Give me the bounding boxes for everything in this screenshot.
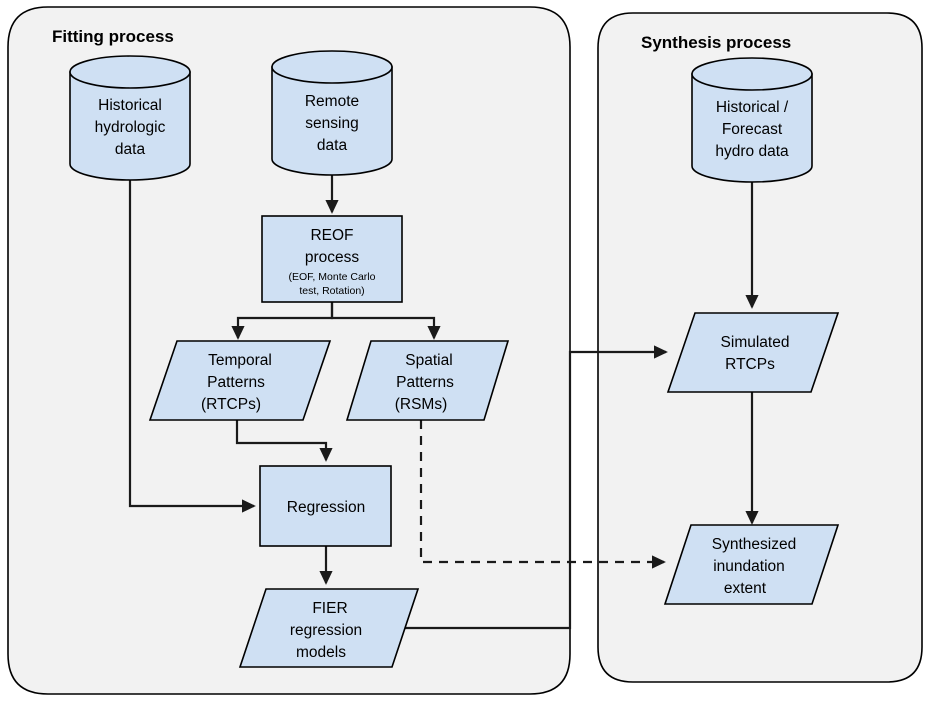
node-label-line-3: data — [115, 141, 146, 158]
node-label-line-1: Temporal — [208, 352, 272, 369]
node-temporal-patterns[interactable]: Temporal Patterns (RTCPs) — [148, 340, 332, 421]
regression-box — [259, 465, 392, 547]
edge-reof-to-spatial — [330, 302, 441, 340]
parallelogram-body — [663, 524, 840, 605]
node-label-line-1: Spatial — [405, 352, 452, 369]
node-spatial-patterns[interactable]: Spatial Patterns (RSMs) — [345, 340, 510, 421]
node-label-line-2: hydrologic — [95, 119, 166, 136]
edge-fier-to-simulated — [400, 345, 668, 630]
node-label-line-3: extent — [724, 580, 767, 597]
node-label-line-1: FIER — [312, 600, 347, 617]
node-label-line-2: Patterns — [396, 374, 454, 391]
node-sublabel-line-1: (EOF, Monte Carlo — [289, 271, 376, 283]
cylinder-body — [271, 66, 393, 176]
node-regression[interactable]: Regression — [259, 465, 392, 547]
cylinder-lid — [69, 55, 191, 89]
node-label-line-1: Simulated — [721, 334, 790, 351]
node-fier-regression-models[interactable]: FIER regression models — [238, 588, 420, 668]
node-label-line-1: Historical / — [716, 99, 789, 116]
parallelogram-body — [148, 340, 332, 421]
node-label-line-1: Synthesized — [712, 536, 796, 553]
node-historical-hydrologic-data[interactable]: Historical hydrologic data — [69, 55, 191, 181]
cylinder-body — [691, 73, 813, 183]
node-label-line-1: Historical — [98, 97, 162, 114]
parallelogram-body — [345, 340, 510, 421]
cylinder-lid — [691, 57, 813, 91]
edge-historical-to-regression — [128, 180, 256, 513]
node-reof-process[interactable]: REOF process (EOF, Monte Carlo test, Rot… — [261, 215, 403, 303]
panel-synthesis-title: Synthesis process — [641, 33, 791, 52]
node-label-line-2: Patterns — [207, 374, 265, 391]
node-simulated-rtcps[interactable]: Simulated RTCPs — [666, 312, 840, 393]
node-label-line-3: hydro data — [715, 143, 789, 160]
edge-temporal-to-regression — [235, 420, 333, 462]
node-synthesized-inundation-extent[interactable]: Synthesized inundation extent — [663, 524, 840, 605]
node-label-line-2: process — [305, 249, 360, 266]
cylinder-lid — [271, 50, 393, 84]
node-label-line-2: regression — [290, 622, 362, 639]
node-label-line-3: data — [317, 137, 348, 154]
node-historical-forecast-hydro-data[interactable]: Historical / Forecast hydro data — [691, 57, 813, 183]
node-label-line-1: Remote — [305, 93, 359, 110]
panel-fitting-title: Fitting process — [52, 27, 174, 46]
parallelogram-body — [666, 312, 840, 393]
node-label-line-1: Regression — [287, 499, 365, 516]
edge-spatial-to-synthesized — [419, 420, 666, 569]
node-label-line-2: RTCPs — [725, 356, 775, 373]
node-label-line-3: (RSMs) — [395, 396, 448, 413]
node-label-line-2: Forecast — [722, 121, 783, 138]
node-label-line-3: (RTCPs) — [201, 396, 261, 413]
node-label-line-2: inundation — [713, 558, 785, 575]
node-label-line-1: REOF — [310, 227, 353, 244]
node-sublabel-line-2: test, Rotation) — [299, 285, 364, 297]
cylinder-body — [69, 71, 191, 181]
node-label-line-2: sensing — [305, 115, 358, 132]
reof-box — [261, 215, 403, 303]
node-label-line-3: models — [296, 644, 346, 661]
node-remote-sensing-data[interactable]: Remote sensing data — [271, 50, 393, 176]
parallelogram-body — [238, 588, 420, 668]
